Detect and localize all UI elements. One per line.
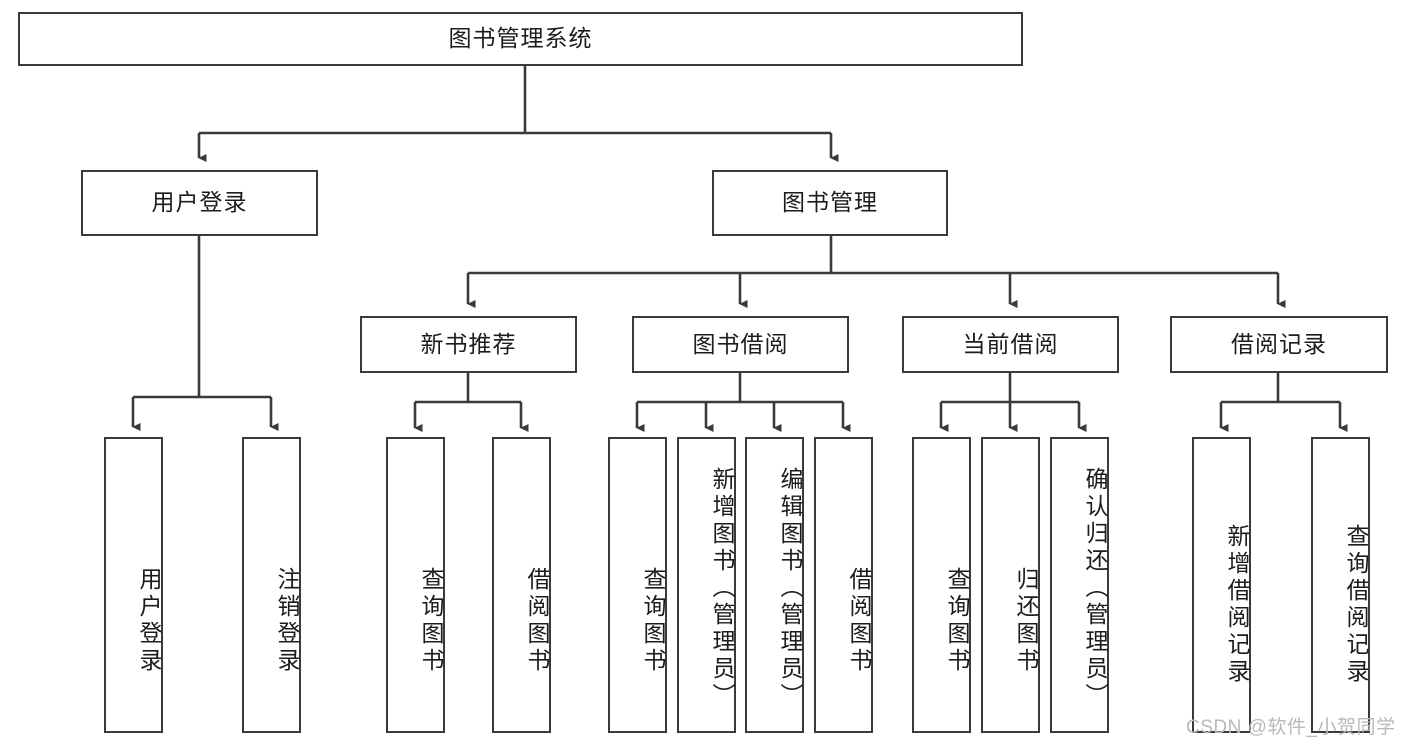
node-label: 新增借阅记录 — [1224, 524, 1250, 686]
node-label: 借阅图书 — [524, 567, 550, 675]
leaf-borrow-record-add-record[interactable]: 新增借阅记录 — [1192, 437, 1251, 733]
node-root-book-management-system[interactable]: 图书管理系统 — [18, 12, 1023, 66]
node-label: 当前借阅 — [962, 330, 1059, 357]
node-current-borrow[interactable]: 当前借阅 — [902, 316, 1119, 373]
leaf-current-borrow-return-book[interactable]: 归还图书 — [981, 437, 1040, 733]
leaf-book-borrow-edit-book-admin[interactable]: 编辑图书（管理员） — [745, 437, 804, 733]
leaf-book-borrow-borrow-book[interactable]: 借阅图书 — [814, 437, 873, 733]
leaf-new-book-query-book[interactable]: 查询图书 — [386, 437, 445, 733]
node-label: 查询图书 — [418, 567, 444, 675]
node-label: 注销登录 — [274, 567, 300, 675]
node-book-borrow[interactable]: 图书借阅 — [632, 316, 849, 373]
node-label: 借阅记录 — [1231, 330, 1327, 357]
node-label: 查询图书 — [944, 567, 970, 675]
leaf-borrow-record-query-record[interactable]: 查询借阅记录 — [1311, 437, 1370, 733]
node-user-login[interactable]: 用户登录 — [81, 170, 318, 236]
leaf-book-borrow-add-book-admin[interactable]: 新增图书（管理员） — [677, 437, 736, 733]
node-label: 新增图书（管理员） — [709, 466, 735, 710]
leaf-new-book-borrow-book[interactable]: 借阅图书 — [492, 437, 551, 733]
node-label: 图书借阅 — [692, 330, 789, 357]
node-label: 新书推荐 — [420, 330, 517, 357]
node-label: 借阅图书 — [846, 567, 872, 675]
node-label: 查询图书 — [640, 567, 666, 675]
node-label: 查询借阅记录 — [1343, 524, 1369, 686]
node-label: 归还图书 — [1013, 567, 1039, 675]
node-label: 图书管理 — [782, 189, 878, 216]
watermark: CSDN @软件_小贺同学 — [1186, 717, 1396, 738]
leaf-current-borrow-query-book[interactable]: 查询图书 — [912, 437, 971, 733]
node-label: 图书管理系统 — [448, 25, 593, 52]
node-label: 用户登录 — [151, 189, 248, 216]
leaf-user-login-logout[interactable]: 注销登录 — [242, 437, 301, 733]
node-book-management[interactable]: 图书管理 — [712, 170, 948, 236]
leaf-book-borrow-query-book[interactable]: 查询图书 — [608, 437, 667, 733]
node-label: 用户登录 — [136, 567, 162, 675]
leaf-current-borrow-confirm-return-admin[interactable]: 确认归还（管理员） — [1050, 437, 1109, 733]
node-borrow-record[interactable]: 借阅记录 — [1170, 316, 1388, 373]
node-label: 编辑图书（管理员） — [777, 466, 803, 710]
node-label: 确认归还（管理员） — [1082, 466, 1108, 710]
leaf-user-login-login[interactable]: 用户登录 — [104, 437, 163, 733]
node-new-book-recommend[interactable]: 新书推荐 — [360, 316, 577, 373]
